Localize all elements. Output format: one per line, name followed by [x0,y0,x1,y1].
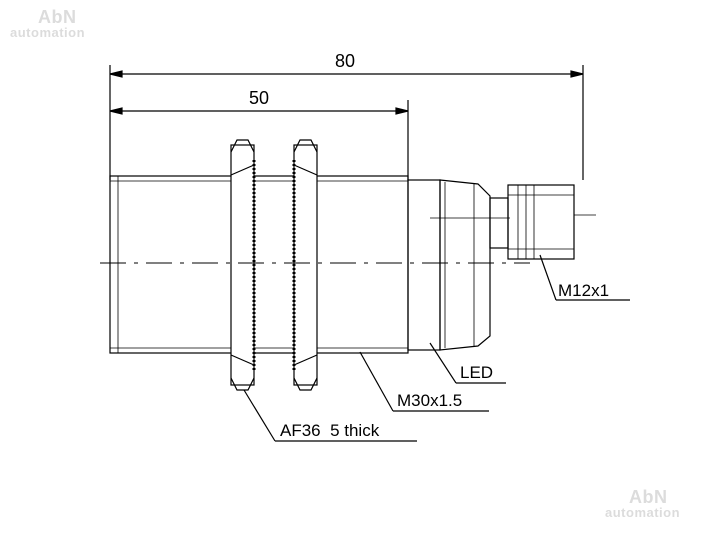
nut-right-face-1 [293,164,318,176]
led-housing [439,179,491,351]
watermark-bottom-right: AbN automation [605,488,680,519]
nut-left-top-chamfer [230,139,255,153]
callout-nut: AF36 5 thick [243,389,417,442]
rear-collar [407,179,441,351]
callout-thread: M30x1.5 [359,351,489,412]
nut-right [292,139,318,391]
watermark-top-left: AbN automation [10,8,85,39]
arrow-right-overall [570,70,584,78]
dimension-body: 50 [109,88,409,180]
watermark-sub: automation [10,25,86,40]
callout-connector: M12x1 [539,254,630,301]
nut-right-bottom-chamfer [293,377,318,391]
nut-right-face-2 [293,354,318,366]
nut-left [230,139,256,391]
led-label: LED [460,363,493,382]
nut-left-body [230,144,255,386]
leader-thread [359,351,394,412]
thread-label: M30x1.5 [397,391,462,410]
dimension-label-overall: 80 [335,51,355,71]
watermark-sub-2: automation [605,505,681,520]
leader-connector [539,254,557,301]
watermark-brand: AbN [38,7,77,27]
nut-right-top-chamfer [293,139,318,153]
connector [489,184,596,260]
arrow-left-overall [109,70,123,78]
nut-label: AF36 5 thick [280,421,380,440]
arrow-right-body [395,107,409,115]
watermark-brand-2: AbN [629,487,668,507]
connector-label: M12x1 [558,281,609,300]
rear-housing [407,179,510,351]
dimension-overall: 80 [109,51,584,180]
leader-led [429,342,457,384]
connector-neck [489,197,509,249]
nut-left-face-2 [230,354,255,366]
nut-left-face-1 [230,164,255,176]
arrow-left-body [109,107,123,115]
sensor-body [109,175,409,354]
callout-led: LED [429,342,506,384]
dimension-label-body: 50 [249,88,269,108]
nut-right-body [293,144,318,386]
body-outline [109,175,409,354]
nut-left-bottom-chamfer [230,377,255,391]
leader-nut [243,389,276,442]
